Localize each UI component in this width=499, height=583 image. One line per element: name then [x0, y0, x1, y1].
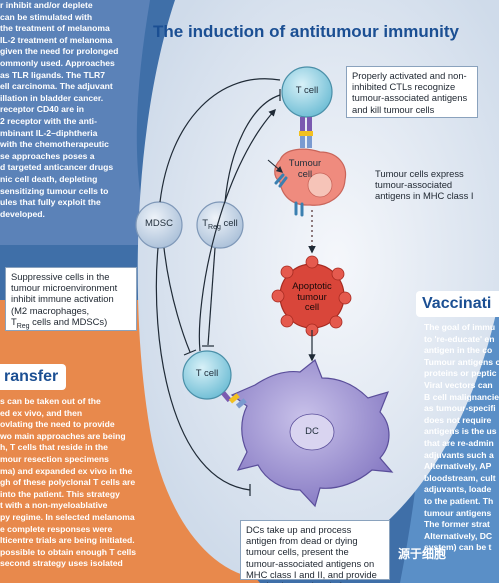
apoptotic-cell-label: Apoptotic tumour cell: [292, 281, 332, 313]
mdsc-cell: [135, 201, 183, 249]
vaccination-text: The goal of immu to 're-educate' en anti…: [424, 322, 499, 553]
treg-cell: [196, 201, 244, 249]
vaccination-heading: Vaccinati: [416, 291, 499, 317]
tumour-callout: Tumour cells express tumour-associated a…: [375, 168, 474, 202]
tumour-receptor-bottom: [294, 201, 304, 217]
tumour-cell-label: Tumour cell: [288, 158, 322, 180]
t-cell-top-label: T cell: [295, 85, 319, 96]
mdsc-label: MDSC: [145, 218, 173, 229]
left-column-text: r inhibit and/or deplete can be stimulat…: [0, 0, 119, 219]
dc-nucleus: [289, 413, 335, 451]
t-cell-callout: Properly activated and non- inhibited CT…: [346, 66, 478, 118]
tumour-receptor-left: [274, 173, 288, 188]
tumour-nucleus: [307, 172, 333, 198]
dc-callout: DCs take up and process antigen from dea…: [240, 520, 390, 583]
suppressive-callout: Suppressive cells in the tumour microenv…: [5, 267, 137, 331]
tcr-mhc-receptor-top: [299, 117, 313, 148]
watermark: 源于细胞: [398, 547, 447, 561]
dc-label: DC: [305, 426, 319, 437]
tcr-mhc-receptor-bottom: [221, 391, 247, 409]
treg-label: TReg cell: [202, 218, 238, 231]
page-title: The induction of antitumour immunity: [153, 22, 459, 41]
tcell-kill-arrow: [267, 159, 284, 173]
t-cell-bottom: [182, 350, 232, 400]
t-cell-bottom-label: T cell: [195, 368, 219, 379]
transfer-heading: ransfer: [0, 364, 66, 390]
activation-arrow: [198, 108, 276, 352]
left-text-panel: [0, 0, 150, 245]
transfer-text: s can be taken out of the ed ex vivo, an…: [0, 396, 137, 569]
inhibition-lines: [155, 78, 281, 496]
apoptotic-tumour-cell: [271, 255, 352, 337]
